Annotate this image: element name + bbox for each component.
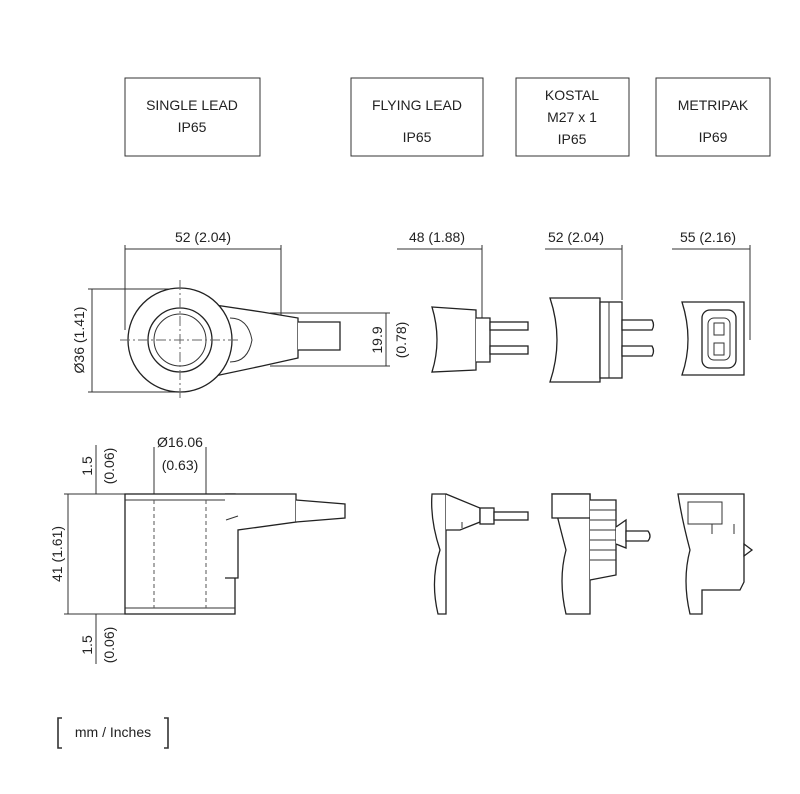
flying-lead-name: FLYING LEAD — [372, 97, 462, 113]
dim-single-lead-length: 52 (2.04) — [175, 229, 231, 245]
kostal-thread: M27 x 1 — [547, 109, 597, 125]
single-lead-rating: IP65 — [178, 119, 207, 135]
dim-top-offset-in: (0.06) — [101, 448, 117, 485]
flying-lead-rating: IP65 — [403, 129, 432, 145]
label-box-kostal: KOSTAL M27 x 1 IP65 — [515, 77, 630, 157]
dim-top-offset-mm: 1.5 — [79, 456, 95, 476]
single-lead-name: SINGLE LEAD — [146, 97, 238, 113]
dim-lead-height-in: (0.78) — [393, 322, 409, 359]
dim-kostal-length: 52 (2.04) — [548, 229, 604, 245]
units-note: mm / Inches — [75, 724, 151, 740]
kostal-rating: IP65 — [558, 131, 587, 147]
dim-bore-mm: Ø16.06 — [157, 434, 203, 450]
dim-bore-in: (0.63) — [162, 457, 199, 473]
dim-flying-lead-length: 48 (1.88) — [409, 229, 465, 245]
dim-bottom-offset-in: (0.06) — [101, 627, 117, 664]
dim-coil-height: 41 (1.61) — [49, 526, 65, 582]
dim-coil-diameter: Ø36 (1.41) — [71, 307, 87, 374]
units-legend: mm / Inches — [57, 717, 169, 749]
dim-lead-height-mm: 19.9 — [369, 326, 385, 353]
single-lead-side-view: 1.5 (0.06) Ø16.06 (0.63) 41 (1.61) 1.5 (… — [49, 434, 346, 664]
dim-metripak-length: 55 (2.16) — [680, 229, 736, 245]
flying-lead-side-view — [431, 493, 529, 615]
single-lead-top-view: 52 (2.04) Ø36 (1.41) 19.9 (0.78) — [71, 229, 409, 400]
metripak-top-view: 55 (2.16) — [672, 229, 751, 376]
metripak-name: METRIPAK — [678, 97, 749, 113]
label-box-flying-lead: FLYING LEAD IP65 — [350, 77, 484, 157]
dim-bottom-offset-mm: 1.5 — [79, 635, 95, 655]
kostal-name: KOSTAL — [545, 87, 599, 103]
label-box-single-lead: SINGLE LEAD IP65 — [124, 77, 261, 157]
metripak-side-view — [677, 493, 754, 615]
flying-lead-top-view: 48 (1.88) — [397, 229, 529, 373]
kostal-top-view: 52 (2.04) — [545, 229, 655, 383]
metripak-rating: IP69 — [699, 129, 728, 145]
kostal-side-view — [551, 493, 651, 615]
label-box-metripak: METRIPAK IP69 — [655, 77, 771, 157]
